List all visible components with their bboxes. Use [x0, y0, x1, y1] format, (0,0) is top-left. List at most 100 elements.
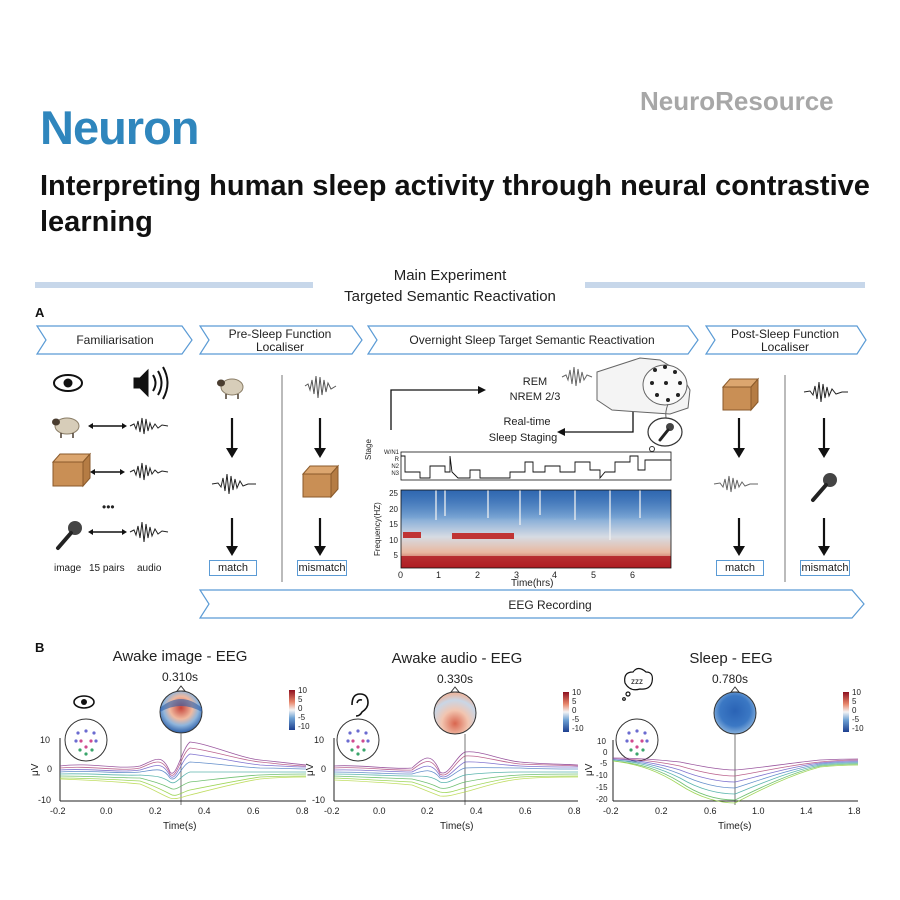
spec-ytick: 25 — [389, 489, 398, 498]
pre-sleep-arrows — [230, 418, 322, 548]
label-audio: audio — [137, 563, 162, 574]
electrode-montage-3 — [615, 718, 659, 762]
hypnogram-ticks: W/N1 R N2 N3 — [381, 450, 399, 478]
cbar-tick: -5 — [852, 715, 860, 724]
hypno-tick: N3 — [391, 471, 399, 477]
microphone-icon-post — [811, 473, 837, 502]
spec-xtick: 3 — [514, 570, 520, 580]
topomap-sleep — [713, 686, 757, 805]
box-icon-pre — [301, 464, 340, 499]
cbar-tick: 0 — [572, 706, 577, 715]
speaker-icon — [133, 366, 169, 400]
xtick: 0.6 — [247, 806, 260, 816]
ytick: 10 — [597, 737, 606, 746]
cbar-tick: -5 — [298, 713, 306, 722]
box-icon-post — [721, 377, 760, 412]
colorbar-2-ticks: 10 5 0 -5 -10 — [572, 688, 584, 733]
ear-icon — [351, 693, 369, 717]
spec-xtick: 0 — [398, 570, 404, 580]
ytick: -10 — [596, 771, 608, 780]
electrode-montage-2 — [336, 718, 380, 762]
spectrogram-xlabel: Time(hrs) — [511, 578, 554, 589]
eeg-traces-plot-3 — [612, 757, 859, 804]
timeline-label-post-sleep: Post-Sleep Function Localiser — [730, 327, 840, 354]
ytick: -5 — [600, 759, 608, 768]
timeline-label-pre-sleep: Pre-Sleep Function Localiser — [228, 327, 332, 354]
plot-time-sleep: 0.780s — [711, 672, 749, 686]
timeline-step-overnight — [366, 325, 699, 355]
cbar-tick: 10 — [298, 686, 307, 695]
xtick: 0.0 — [100, 806, 113, 816]
cbar-tick: 10 — [572, 688, 581, 697]
plot-title-sleep: Sleep - EEG — [689, 650, 773, 667]
xtick: 0.2 — [149, 806, 162, 816]
cbar-tick: 0 — [852, 706, 857, 715]
topomap-awake-audio — [433, 686, 477, 805]
plot-title-awake-audio: Awake audio - EEG — [391, 650, 523, 667]
axes-plot-2 — [333, 738, 578, 802]
section-title-line2: Targeted Semantic Reactivation — [344, 288, 556, 305]
sleep-zzz-icon — [622, 667, 653, 701]
axes-plot-3 — [612, 740, 858, 802]
eye-icon — [53, 374, 83, 392]
pre-sleep-match-box: match — [209, 560, 257, 576]
audio-waveform-pre-left — [211, 473, 256, 495]
xlabel-plot-1: Time(s) — [163, 821, 197, 832]
label-image: image — [54, 563, 82, 574]
ytick: -20 — [596, 795, 608, 804]
spec-xtick: 5 — [591, 570, 597, 580]
colorbar-3-ticks: 10 5 0 -5 -10 — [852, 688, 864, 733]
ylabel-plot-2: μV — [305, 763, 316, 776]
cbar-tick: 10 — [852, 688, 861, 697]
ytick: -10 — [312, 795, 326, 805]
xtick: 0.0 — [373, 806, 386, 816]
timeline-step-familiarisation — [35, 325, 193, 355]
eeg-traces-plot-2 — [333, 751, 579, 797]
microphone-icon-familiarisation — [56, 521, 82, 550]
spectrogram-yticks: 25 20 15 10 5 — [384, 486, 398, 564]
colorbar-1 — [289, 690, 295, 730]
timeline-label-familiarisation: Familiarisation — [76, 333, 154, 347]
spec-xtick: 4 — [552, 570, 558, 580]
spec-ytick: 15 — [389, 520, 398, 529]
section-rule-right — [585, 282, 865, 288]
audio-waveform-post-left — [713, 475, 758, 493]
topomap-awake-image — [159, 685, 203, 805]
post-sleep-arrows — [737, 418, 826, 548]
sheep-icon-pre — [217, 378, 244, 399]
spec-ytick: 5 — [393, 551, 398, 560]
xlabel-plot-3: Time(s) — [718, 821, 752, 832]
ytick: -10 — [38, 795, 52, 805]
xtick: 0.6 — [704, 806, 717, 816]
section-rule-left — [35, 282, 313, 288]
xtick: 1.4 — [800, 806, 813, 816]
cbar-tick: -10 — [572, 724, 584, 733]
spec-ytick: 20 — [389, 504, 398, 514]
timeline-step-post-sleep — [704, 325, 867, 355]
label-nrem: NREM 2/3 — [509, 391, 561, 403]
plot-time-awake-image: 0.310s — [161, 670, 199, 684]
cbar-tick: 5 — [852, 697, 857, 706]
spec-xtick: 1 — [436, 570, 442, 580]
ytick: 10 — [314, 735, 325, 745]
cbar-tick: 5 — [572, 697, 577, 706]
xtick: 0.4 — [470, 806, 483, 816]
ylabel-plot-3: μV — [584, 763, 595, 776]
xtick: 0.2 — [421, 806, 434, 816]
post-sleep-mismatch-box: mismatch — [800, 560, 850, 576]
audio-waveform-post-right — [803, 381, 848, 403]
plot-time-awake-audio: 0.330s — [436, 672, 474, 686]
eye-icon-panel-b — [73, 695, 95, 709]
timeline-label-overnight: Overnight Sleep Target Semantic Reactiva… — [409, 333, 655, 347]
xtick: -0.2 — [324, 806, 340, 816]
ytick: -15 — [596, 783, 608, 792]
xtick: 0.4 — [198, 806, 211, 816]
label-sleep-staging: Sleep Staging — [488, 432, 558, 444]
ytick: 0 — [47, 764, 53, 774]
panel-a-letter: A — [35, 305, 45, 320]
spectrogram — [400, 489, 672, 569]
eeg-recording-label: EEG Recording — [508, 598, 592, 612]
timeline-step-pre-sleep — [198, 325, 363, 355]
